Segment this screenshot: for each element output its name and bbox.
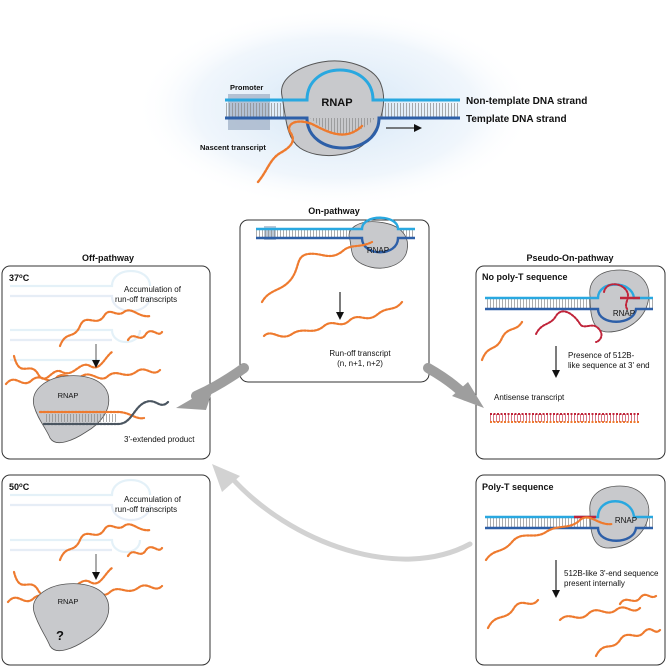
no-poly-t-title: No poly-T sequence bbox=[482, 272, 568, 282]
internal-line1: 512B-like 3'-end sequence bbox=[564, 569, 659, 578]
polyt-fragment-b bbox=[558, 606, 642, 622]
top-rnap-body bbox=[281, 60, 385, 157]
top-rnap-label: RNAP bbox=[321, 97, 352, 109]
on-runoff-transcript bbox=[262, 300, 404, 338]
runoff-50-a bbox=[58, 523, 152, 562]
poly-t-title: Poly-T sequence bbox=[482, 482, 554, 492]
polyt-nascent-transcript bbox=[484, 516, 614, 562]
polyt-non-template bbox=[485, 500, 653, 519]
runoff-37-a bbox=[58, 309, 152, 348]
on-template-strand bbox=[256, 236, 415, 254]
temp-37-label: 37oC bbox=[9, 273, 30, 283]
rnap-37-label: RNAP bbox=[58, 391, 79, 400]
arrow-polyt-to-off-head bbox=[212, 464, 240, 492]
extended-product-strand bbox=[42, 400, 170, 426]
internal-line2: present internally bbox=[564, 579, 625, 588]
non-template-strand bbox=[225, 68, 460, 102]
runoff-label-line1: Run-off transcript bbox=[329, 349, 391, 358]
on-non-template-strand bbox=[256, 216, 415, 231]
accum-50-line2: run-off transcripts bbox=[115, 505, 177, 514]
presence-line1: Presence of 512B- bbox=[568, 351, 635, 360]
rnap-50-label: RNAP bbox=[58, 597, 79, 606]
panel-on-pathway: RNAP Run-off transcript (n, n+1, n+2) bbox=[239, 216, 430, 383]
nascent-transcript-label: Nascent transcript bbox=[200, 143, 266, 152]
arrow-on-to-pseudo-head bbox=[452, 382, 484, 408]
rnap-37-base-pairs bbox=[44, 414, 116, 422]
panel-37c: 37oC Accumulation of run-off transcripts… bbox=[1, 265, 211, 460]
panel-50c: 50oC Accumulation of run-off transcripts… bbox=[1, 474, 211, 666]
accum-37-line2: run-off transcripts bbox=[115, 295, 177, 304]
on-rnap-label: RNAP bbox=[367, 246, 389, 255]
polyt-rnap-label: RNAP bbox=[615, 516, 637, 525]
polyt-fragment-c bbox=[594, 628, 662, 658]
nopolyt-template bbox=[485, 307, 653, 323]
nopolyt-hairpin bbox=[603, 283, 629, 311]
pseudo-on-pathway-title: Pseudo-On-pathway bbox=[526, 253, 613, 263]
runoff-label-line2: (n, n+1, n+2) bbox=[337, 359, 383, 368]
antisense-label: Antisense transcript bbox=[494, 393, 565, 402]
runoff-50-d bbox=[126, 546, 164, 558]
panel-poly-t: Poly-T sequence RNAP 512B-like 3'-end se… bbox=[475, 474, 666, 666]
nopolyt-base-pairs bbox=[485, 299, 653, 308]
antisense-duplex-pairs bbox=[490, 414, 640, 422]
accum-50-line1: Accumulation of bbox=[124, 495, 182, 504]
on-base-pairs bbox=[256, 230, 414, 238]
temp-50-label: 50oC bbox=[9, 482, 30, 492]
polyt-fragment-d bbox=[618, 593, 658, 606]
nopolyt-antisense-nascent bbox=[535, 310, 603, 343]
template-label: Template DNA strand bbox=[466, 114, 567, 125]
on-nascent-transcript bbox=[260, 240, 374, 304]
faded-dna-background-50 bbox=[10, 479, 152, 554]
template-strand bbox=[225, 116, 460, 150]
nopolyt-rnap-label: RNAP bbox=[613, 309, 635, 318]
accum-37-line1: Accumulation of bbox=[124, 285, 182, 294]
runoff-37-d bbox=[126, 330, 164, 342]
polyt-fragment-a bbox=[486, 598, 540, 630]
rnap-50-body bbox=[33, 583, 110, 652]
top-schematic: RNAP Promoter Nascent transcript Non-tem… bbox=[135, 8, 587, 208]
rnap-37-transcript bbox=[38, 410, 146, 420]
faded-dna-background bbox=[10, 270, 152, 362]
flow-arrows bbox=[176, 363, 484, 562]
presence-line2: like sequence at 3' end bbox=[568, 361, 650, 370]
polyt-base-pairs bbox=[485, 518, 653, 527]
polyt-template bbox=[485, 526, 653, 542]
promoter-label: Promoter bbox=[230, 83, 263, 92]
non-template-label: Non-template DNA strand bbox=[466, 96, 587, 107]
on-pathway-title: On-pathway bbox=[308, 206, 360, 216]
arrow-on-to-off-head bbox=[176, 386, 214, 410]
nopolyt-runoff bbox=[480, 320, 524, 362]
top-nascent-transcript bbox=[256, 120, 364, 184]
off-pathway-title: Off-pathway bbox=[82, 253, 134, 263]
arrow-polyt-to-off-shaft bbox=[227, 473, 473, 562]
unknown-question-mark: ? bbox=[56, 628, 64, 643]
panel-no-poly-t: No poly-T sequence RNAP Presence of 512B… bbox=[475, 265, 666, 460]
extended-product-label: 3'-extended product bbox=[124, 435, 195, 444]
